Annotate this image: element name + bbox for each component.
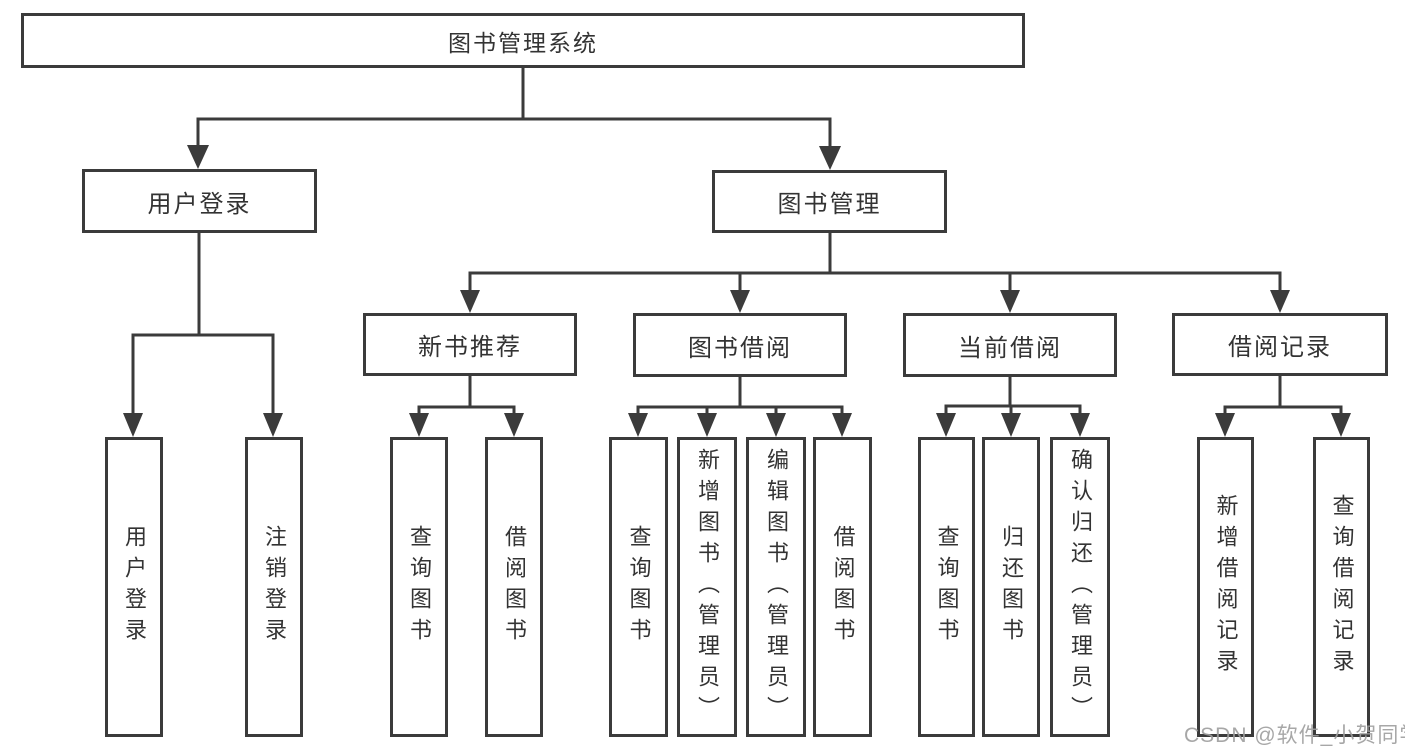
node-book-borrow-label: 图书借阅 xyxy=(688,334,792,362)
leaf-edit-book-admin: 编辑图书（管理员） xyxy=(746,437,806,737)
leaf-add-book-admin: 新增图书（管理员） xyxy=(677,437,737,737)
node-new-book-recommend-label: 新书推荐 xyxy=(418,334,522,361)
node-borrow-records: 借阅记录 xyxy=(1172,313,1388,376)
leaf-edit-book-admin-label: 编辑图书（管理员） xyxy=(764,447,789,727)
leaf-borrow-books-borrow: 借阅图书 xyxy=(813,437,872,737)
leaf-return-books: 归还图书 xyxy=(982,437,1040,737)
leaf-user-login: 用户登录 xyxy=(105,437,163,737)
leaf-query-books-borrow-label: 查询图书 xyxy=(626,525,652,649)
leaf-user-login-label: 用户登录 xyxy=(122,525,147,649)
connector-user-login-branch xyxy=(123,233,283,437)
leaf-query-books-current-label: 查询图书 xyxy=(934,525,960,649)
leaf-return-books-label: 归还图书 xyxy=(999,525,1024,649)
csdn-watermark: CSDN @软件_小贺同学 xyxy=(1184,724,1405,747)
leaf-query-books-borrow: 查询图书 xyxy=(609,437,668,737)
connector-book-management-branch xyxy=(460,233,1290,313)
node-book-management: 图书管理 xyxy=(712,170,947,233)
node-borrow-records-label: 借阅记录 xyxy=(1228,334,1332,361)
node-current-borrow: 当前借阅 xyxy=(903,313,1117,377)
leaf-query-books-recommend: 查询图书 xyxy=(390,437,448,737)
leaf-logout-label: 注销登录 xyxy=(262,525,287,649)
leaf-confirm-return-admin: 确认归还（管理员） xyxy=(1050,437,1110,737)
node-book-management-label: 图书管理 xyxy=(777,191,882,218)
connector-borrow-records-branch xyxy=(1215,376,1351,437)
leaf-borrow-books-recommend: 借阅图书 xyxy=(485,437,543,737)
leaf-confirm-return-admin-label: 确认归还（管理员） xyxy=(1068,447,1093,727)
leaf-query-books-recommend-label: 查询图书 xyxy=(407,525,432,649)
connector-current-borrow-branch xyxy=(936,377,1090,437)
node-root: 图书管理系统 xyxy=(21,13,1025,68)
leaf-add-book-admin-label: 新增图书（管理员） xyxy=(695,447,720,727)
connector-book-borrow-branch xyxy=(628,376,852,437)
leaf-add-borrow-record-label: 新增借阅记录 xyxy=(1213,494,1239,680)
node-user-login: 用户登录 xyxy=(82,169,317,233)
connector-new-book-recommend-branch xyxy=(409,376,524,437)
node-book-borrow: 图书借阅 xyxy=(633,313,847,377)
leaf-query-borrow-record-label: 查询借阅记录 xyxy=(1329,494,1355,680)
node-current-borrow-label: 当前借阅 xyxy=(958,334,1062,362)
leaf-logout: 注销登录 xyxy=(245,437,303,737)
connector-root-to-level2 xyxy=(187,68,841,170)
leaf-add-borrow-record: 新增借阅记录 xyxy=(1197,437,1254,737)
leaf-borrow-books-recommend-label: 借阅图书 xyxy=(502,525,527,649)
node-root-label: 图书管理系统 xyxy=(448,29,598,56)
node-user-login-label: 用户登录 xyxy=(147,190,252,218)
node-new-book-recommend: 新书推荐 xyxy=(363,313,577,376)
leaf-query-books-current: 查询图书 xyxy=(918,437,975,737)
leaf-borrow-books-borrow-label: 借阅图书 xyxy=(830,525,856,649)
leaf-query-borrow-record: 查询借阅记录 xyxy=(1313,437,1370,737)
